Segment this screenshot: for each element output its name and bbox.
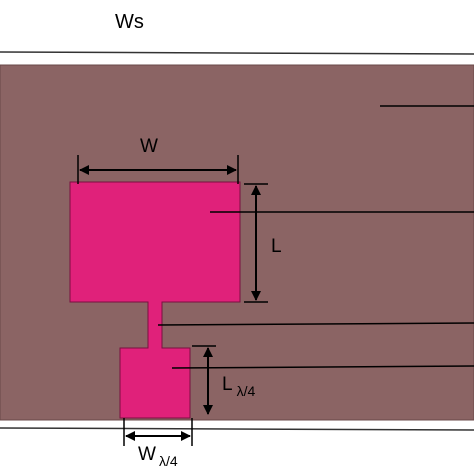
leader-line-stub bbox=[157, 322, 474, 326]
leader-line-feed bbox=[171, 365, 474, 369]
feed-width-letter: W bbox=[138, 444, 156, 465]
feed-length-letter: L bbox=[222, 374, 233, 395]
patch-length-label: L bbox=[271, 236, 282, 257]
patch-and-feed bbox=[69, 181, 241, 419]
feed-length-subscript: λ/4 bbox=[237, 383, 256, 399]
bottom-edge-line bbox=[0, 427, 474, 431]
feed-width-subscript: λ/4 bbox=[159, 453, 178, 469]
substrate-width-label: Ws bbox=[115, 11, 144, 33]
top-edge-line bbox=[0, 51, 474, 55]
patch-width-label: W bbox=[140, 136, 158, 157]
